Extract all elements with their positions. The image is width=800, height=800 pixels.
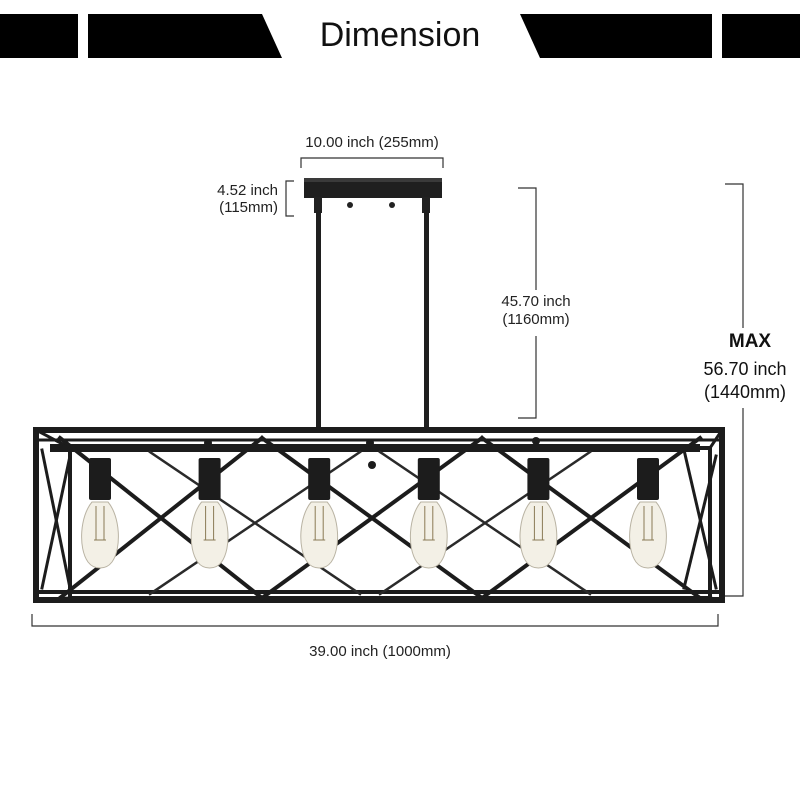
bulb-4	[409, 458, 448, 569]
dimension-lines	[31, 157, 744, 627]
canopy-width-bracket	[300, 157, 444, 168]
rod-length-label-mm: (1160mm)	[502, 311, 570, 328]
banner-block-left-slant	[88, 14, 282, 58]
bulb-5	[519, 458, 558, 569]
canopy-width-label: 10.00 inch (255mm)	[305, 134, 439, 151]
rail-knobs	[204, 437, 540, 469]
rod-length-label-in: 45.70 inch	[501, 293, 571, 310]
fixture-width-bracket	[31, 614, 719, 627]
suspension-rods	[316, 210, 429, 430]
canopy-height-label-in: 4.52 inch	[217, 182, 278, 199]
max-height-label-in: 56.70 inch	[703, 359, 787, 379]
max-height-label-mm: (1440mm)	[703, 382, 787, 402]
fixture-width-label: 39.00 inch (1000mm)	[309, 643, 451, 660]
light-bulbs	[81, 458, 667, 569]
bulb-2	[190, 458, 229, 569]
bulb-6	[629, 458, 667, 569]
max-height-title: MAX	[728, 331, 772, 352]
banner-block-right-slant	[520, 14, 712, 58]
max-height-bracket	[725, 183, 744, 597]
bulb-3	[300, 458, 339, 569]
rod-length-bracket	[518, 187, 537, 419]
banner-block-left	[0, 14, 78, 58]
canopy-height-bracket	[285, 180, 294, 217]
ceiling-canopy	[304, 178, 442, 213]
cage-frame	[33, 427, 725, 603]
bulb-1	[81, 458, 119, 569]
title-banner	[0, 14, 800, 58]
banner-block-right	[722, 14, 800, 58]
canopy-height-label-mm: (115mm)	[219, 199, 278, 216]
page-title: Dimension	[319, 16, 481, 54]
